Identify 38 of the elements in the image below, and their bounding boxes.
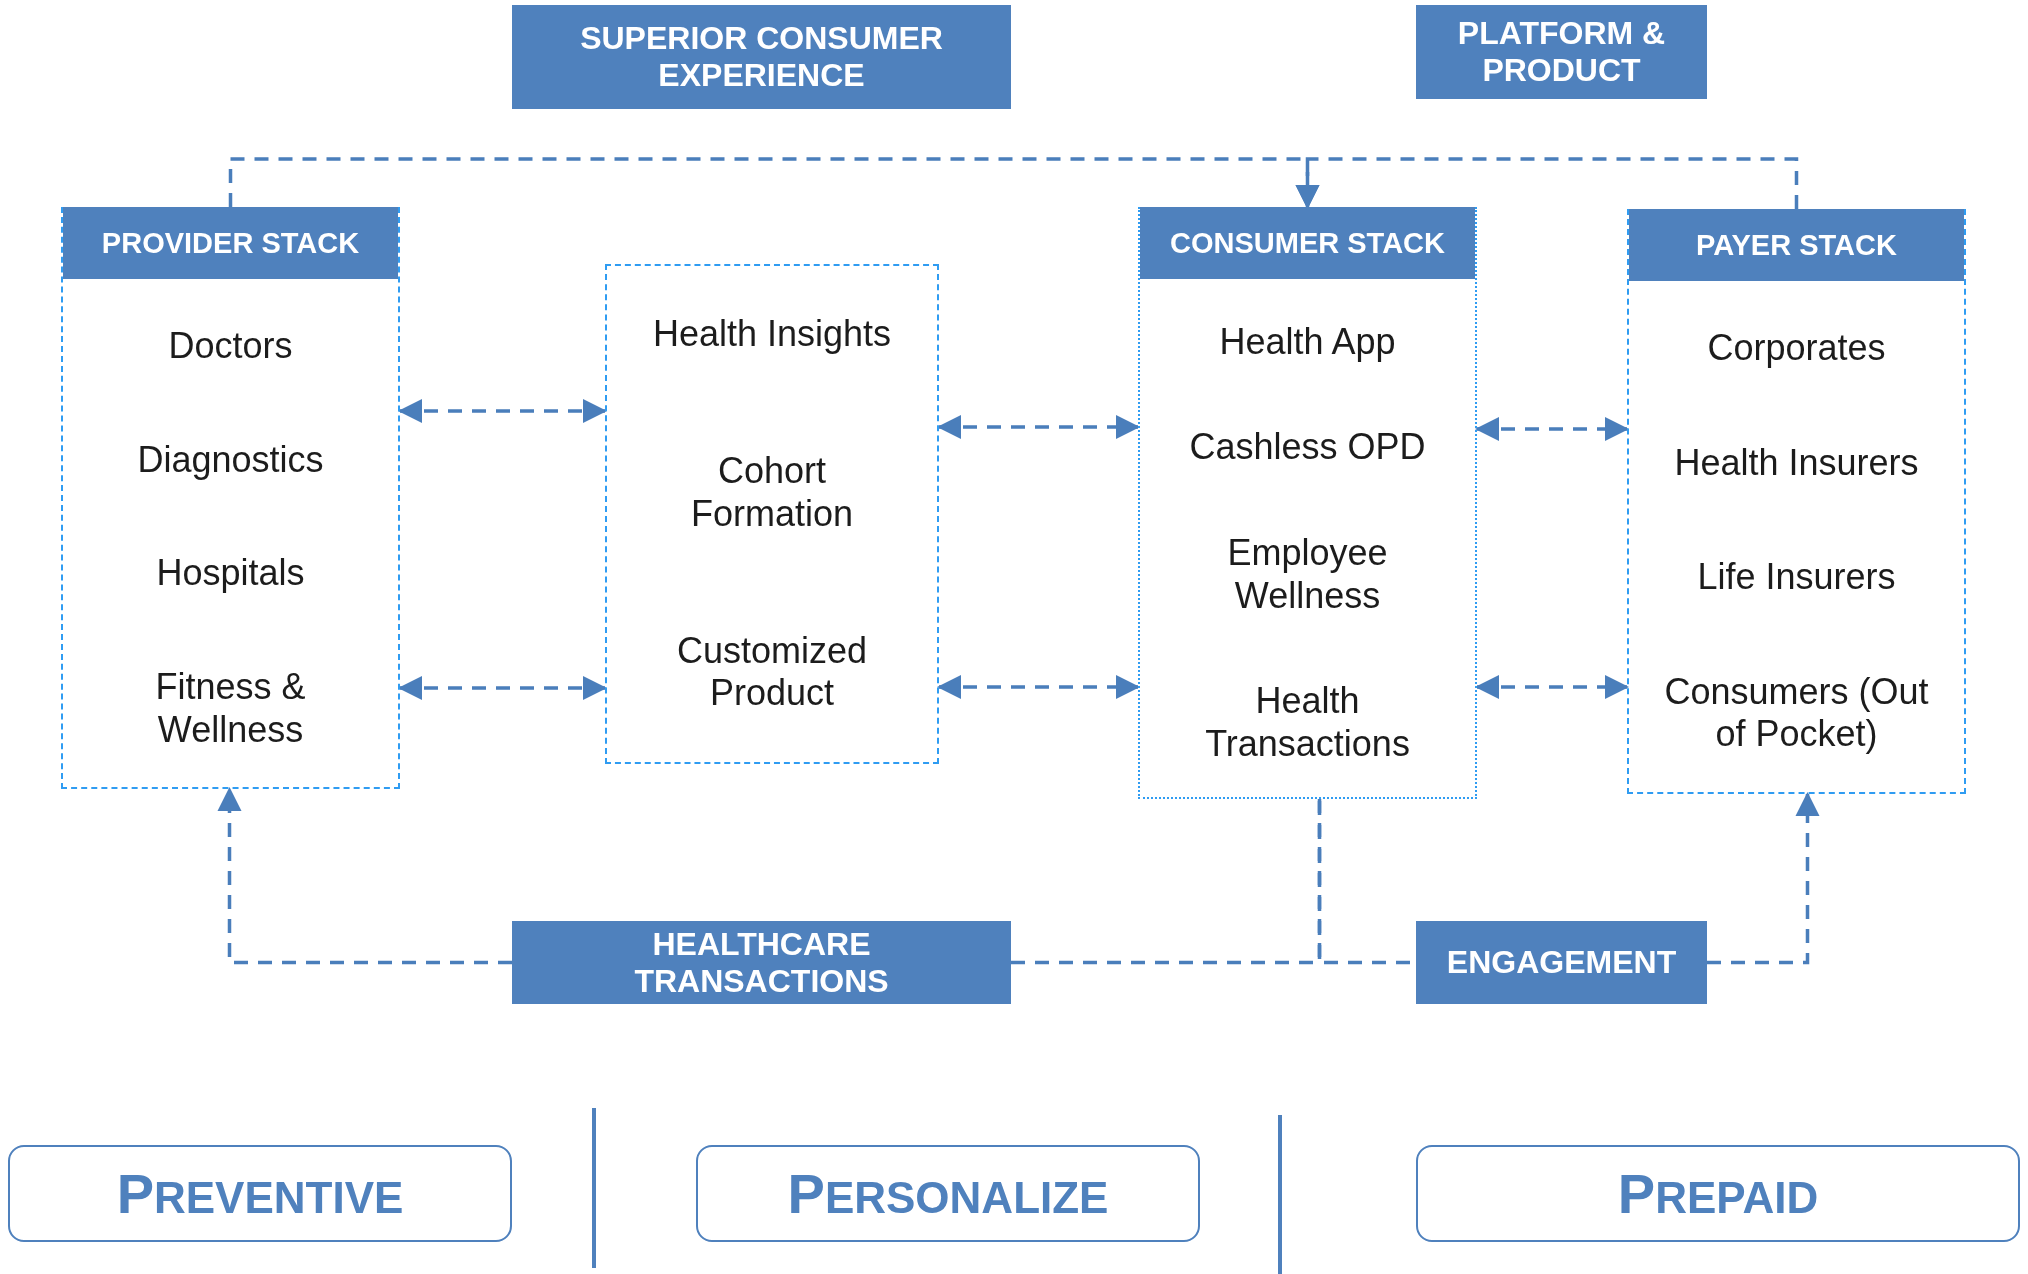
stack-panel (61, 207, 400, 789)
stack-header: PROVIDER STACK (63, 207, 398, 279)
list-item: Health Insurers (1674, 441, 1919, 485)
rounded-box: PREPAID (1416, 1145, 2020, 1242)
dashed-panel (605, 264, 939, 764)
list-item: Health Insights (652, 313, 892, 356)
connector-arrow (217, 787, 512, 965)
list-item: Corporates (1707, 327, 1886, 370)
connector-arrow (937, 415, 1140, 439)
connector-arrow (1707, 792, 1820, 965)
stack-panel (1627, 209, 1966, 794)
list-item: Health Transactions (1175, 680, 1440, 766)
connector-arrow (1475, 675, 1629, 699)
connector-arrow (398, 676, 607, 700)
list-item: Cashless OPD (1189, 426, 1426, 469)
stack-header: CONSUMER STACK (1140, 207, 1475, 279)
banner-box: SUPERIOR CONSUMER EXPERIENCE (512, 5, 1011, 109)
list-item: Employee Wellness (1175, 532, 1440, 618)
banner-box: PLATFORM & PRODUCT (1416, 5, 1707, 99)
rounded-box: PREVENTIVE (8, 1145, 512, 1242)
connector-arrow (937, 675, 1140, 699)
list-item: Doctors (168, 324, 293, 368)
list-item: Fitness & Wellness (98, 666, 363, 752)
list-item: Hospitals (156, 552, 305, 595)
banner-box: HEALTHCARE TRANSACTIONS (512, 921, 1011, 1004)
stack-header: PAYER STACK (1629, 209, 1964, 281)
list-item: Customized Product (639, 629, 905, 715)
list-item: Life Insurers (1697, 556, 1896, 599)
connector-arrow (1295, 157, 1799, 209)
list-item: Health App (1219, 320, 1396, 364)
list-item: Consumers (Out of Pocket) (1664, 670, 1929, 756)
stack-panel (1138, 207, 1477, 799)
connector-arrow (398, 399, 607, 423)
banner-box: ENGAGEMENT (1416, 921, 1707, 1004)
rounded-box: PERSONALIZE (696, 1145, 1200, 1242)
list-item: Diagnostics (137, 438, 324, 482)
list-item: Cohort Formation (639, 450, 905, 536)
connector-arrow (1475, 417, 1629, 441)
